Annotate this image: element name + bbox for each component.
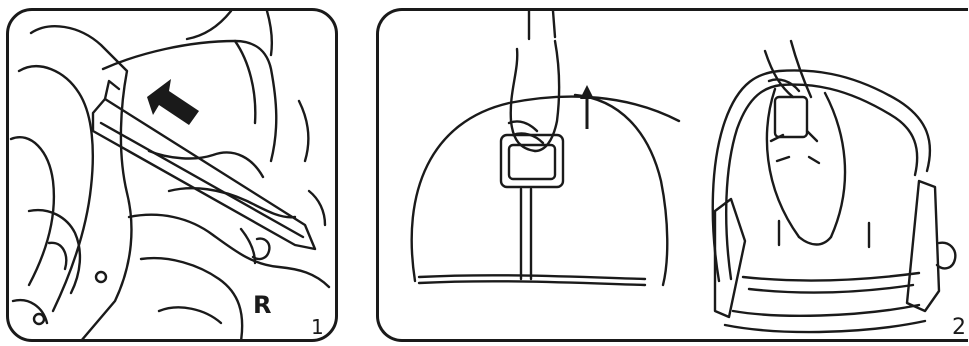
side-mark-label: R (253, 291, 272, 319)
step-number-1: 1 (311, 315, 324, 339)
step-2-illustration (410, 11, 957, 334)
step-1-illustration (9, 11, 331, 339)
step-1-panel: R 1 (6, 8, 338, 342)
lift-arrow-icon (580, 85, 594, 129)
step-number-2: 2 (952, 315, 966, 340)
push-arrow-icon (147, 79, 199, 125)
step-2-panel: 2 (376, 8, 968, 342)
